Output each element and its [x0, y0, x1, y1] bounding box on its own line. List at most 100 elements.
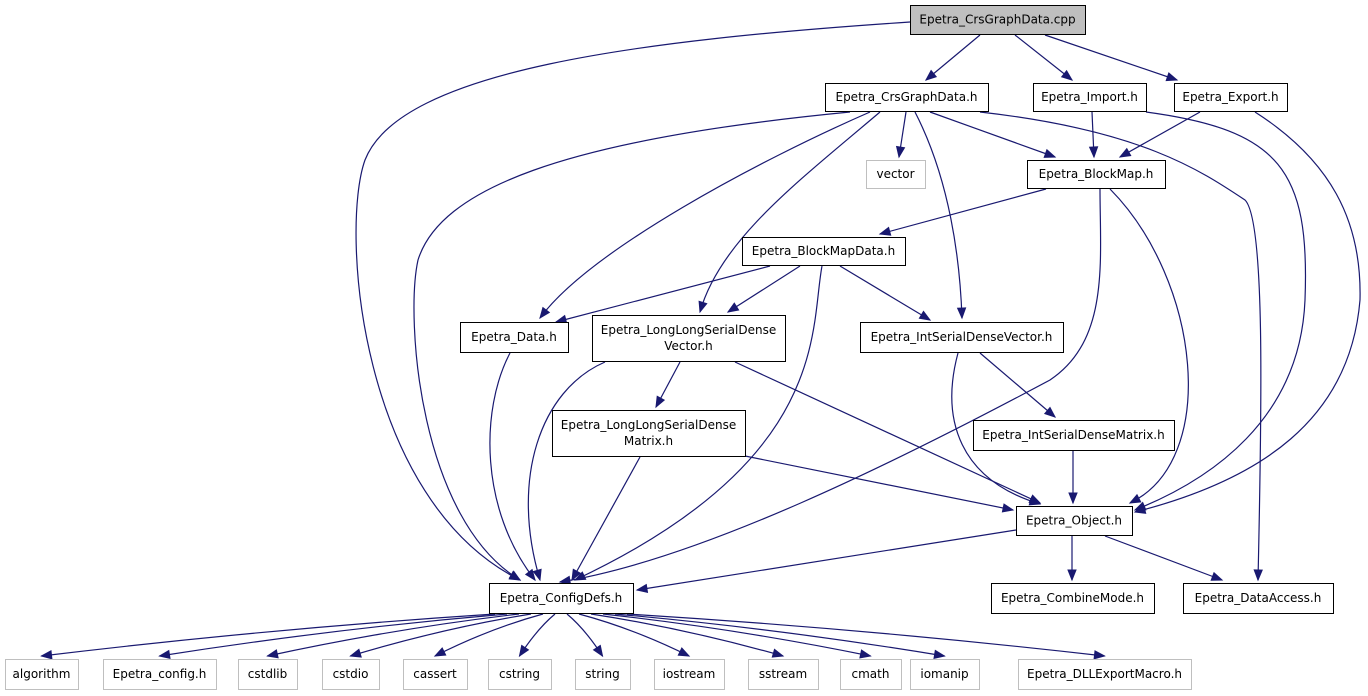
edge-line	[159, 613, 508, 657]
node-blockmap-h[interactable]: Epetra_BlockMap.h	[1027, 160, 1166, 189]
node-import-h[interactable]: Epetra_Import.h	[1033, 83, 1147, 112]
edge-line	[744, 455, 1014, 511]
edge-line	[979, 352, 1056, 418]
include-edge-blockmapdata_h-to-isdv_h	[839, 265, 932, 321]
edge-line	[539, 111, 871, 319]
include-edge-configdefs_h-to-dllexportmacro_h	[626, 613, 1106, 660]
edge-line	[979, 111, 1262, 581]
node-box	[592, 315, 786, 362]
edge-line	[839, 265, 931, 321]
nodes-layer: Epetra_CrsGraphData.cppEpetra_CrsGraphDa…	[5, 5, 1334, 690]
edge-line	[951, 352, 1041, 505]
node-blockmapdata-h[interactable]: Epetra_BlockMapData.h	[742, 237, 906, 266]
node-configdefs-h[interactable]: Epetra_ConfigDefs.h	[489, 583, 634, 614]
node-isdv-h[interactable]: Epetra_IntSerialDenseVector.h	[860, 322, 1064, 353]
arrowhead-icon	[1028, 496, 1042, 506]
node-box	[322, 659, 380, 690]
node-box	[866, 160, 926, 189]
node-box	[1174, 83, 1288, 112]
edge-line	[734, 361, 1041, 504]
node-label: iostream	[663, 667, 716, 681]
arrowhead-icon	[878, 226, 892, 236]
arrowhead-icon	[1001, 503, 1015, 513]
node-label: algorithm	[13, 667, 71, 681]
include-edge-configdefs_h-to-sstream	[590, 613, 785, 658]
include-edge-llsdv_h-to-llsdm_h	[655, 361, 681, 409]
include-edge-configdefs_h-to-cstdio	[349, 613, 532, 658]
edges-layer	[40, 21, 1361, 660]
arrowhead-icon	[532, 568, 542, 582]
include-edge-configdefs_h-to-epetra_config_h	[158, 613, 508, 660]
include-edge-export_h-to-object_h	[1133, 111, 1361, 514]
include-edge-crsgraphdata_h-to-dataaccess_h	[979, 111, 1263, 582]
node-box	[742, 237, 906, 266]
node-data-h[interactable]: Epetra_Data.h	[460, 322, 569, 353]
edge-line	[879, 188, 1047, 235]
edge-line	[1134, 111, 1361, 513]
edge-line	[555, 265, 771, 323]
node-isdm-h[interactable]: Epetra_IntSerialDenseMatrix.h	[973, 420, 1175, 451]
arrowhead-icon	[655, 395, 666, 409]
node-box	[748, 659, 819, 690]
include-edge-llsdm_h-to-configdefs_h	[571, 456, 641, 582]
node-label: cstring	[499, 667, 540, 681]
node-label: Epetra_Import.h	[1041, 90, 1138, 104]
node-label: vector	[876, 167, 914, 181]
node-box	[5, 659, 79, 690]
edge-line	[267, 613, 520, 657]
node-label: cmath	[852, 667, 890, 681]
node-label: string	[585, 667, 619, 681]
node-box	[1033, 83, 1147, 112]
arrowhead-icon	[1253, 569, 1263, 582]
node-label: Epetra_IntSerialDenseVector.h	[871, 330, 1053, 344]
arrowhead-icon	[1088, 146, 1099, 159]
arrowhead-icon	[592, 644, 604, 658]
edge-line	[41, 613, 496, 657]
node-label: Epetra_Export.h	[1182, 90, 1278, 104]
node-object-h[interactable]: Epetra_Object.h	[1016, 506, 1133, 536]
node-label: Epetra_DLLExportMacro.h	[1027, 667, 1182, 681]
node-label: sstream	[759, 667, 807, 681]
node-box	[860, 322, 1064, 353]
node-label: iomanip	[920, 667, 968, 681]
node-crsgraphdata-h[interactable]: Epetra_CrsGraphData.h	[825, 83, 989, 112]
include-edge-blockmap_h-to-blockmapdata_h	[878, 188, 1047, 236]
arrowhead-icon	[433, 647, 447, 657]
arrowhead-icon	[1060, 69, 1074, 81]
node-box	[1183, 583, 1334, 614]
node-box	[460, 322, 569, 353]
include-edge-blockmap_h-to-object_h	[1109, 188, 1189, 504]
include-edge-blockmapdata_h-to-data_h	[554, 265, 771, 324]
node-dataaccess-h[interactable]: Epetra_DataAccess.h	[1183, 583, 1334, 614]
node-box	[489, 583, 634, 614]
node-label: Epetra_Object.h	[1026, 514, 1122, 528]
node-label: Epetra_CrsGraphData.h	[835, 90, 977, 104]
arrowhead-icon	[1067, 569, 1077, 582]
node-box	[552, 410, 746, 457]
node-box	[910, 5, 1086, 35]
edge-line	[574, 265, 823, 581]
arrowhead-icon	[1128, 493, 1142, 504]
edge-line	[1104, 535, 1223, 581]
node-cstdlib: cstdlib	[238, 659, 298, 690]
arrowhead-icon	[726, 302, 740, 313]
include-edge-isdv_h-to-isdm_h	[979, 352, 1057, 418]
node-box	[973, 420, 1175, 451]
node-dllexportmacro-h: Epetra_DLLExportMacro.h	[1018, 659, 1192, 690]
edge-line	[636, 529, 1017, 591]
node-label: Epetra_IntSerialDenseMatrix.h	[982, 428, 1164, 442]
node-box	[103, 659, 217, 690]
node-export-h[interactable]: Epetra_Export.h	[1174, 83, 1288, 112]
node-box	[488, 659, 552, 690]
include-edge-crsgraphdata_cpp-to-crsgraphdata_h	[924, 34, 981, 81]
include-edge-configdefs_h-to-algorithm	[40, 613, 496, 660]
node-crsgraphdata-cpp[interactable]: Epetra_CrsGraphData.cpp	[910, 5, 1086, 35]
node-combinemode-h[interactable]: Epetra_CombineMode.h	[991, 583, 1155, 614]
node-algorithm: algorithm	[5, 659, 79, 690]
node-label: Matrix.h	[624, 434, 673, 448]
include-edge-object_h-to-configdefs_h	[635, 529, 1017, 594]
edge-line	[1134, 111, 1307, 511]
